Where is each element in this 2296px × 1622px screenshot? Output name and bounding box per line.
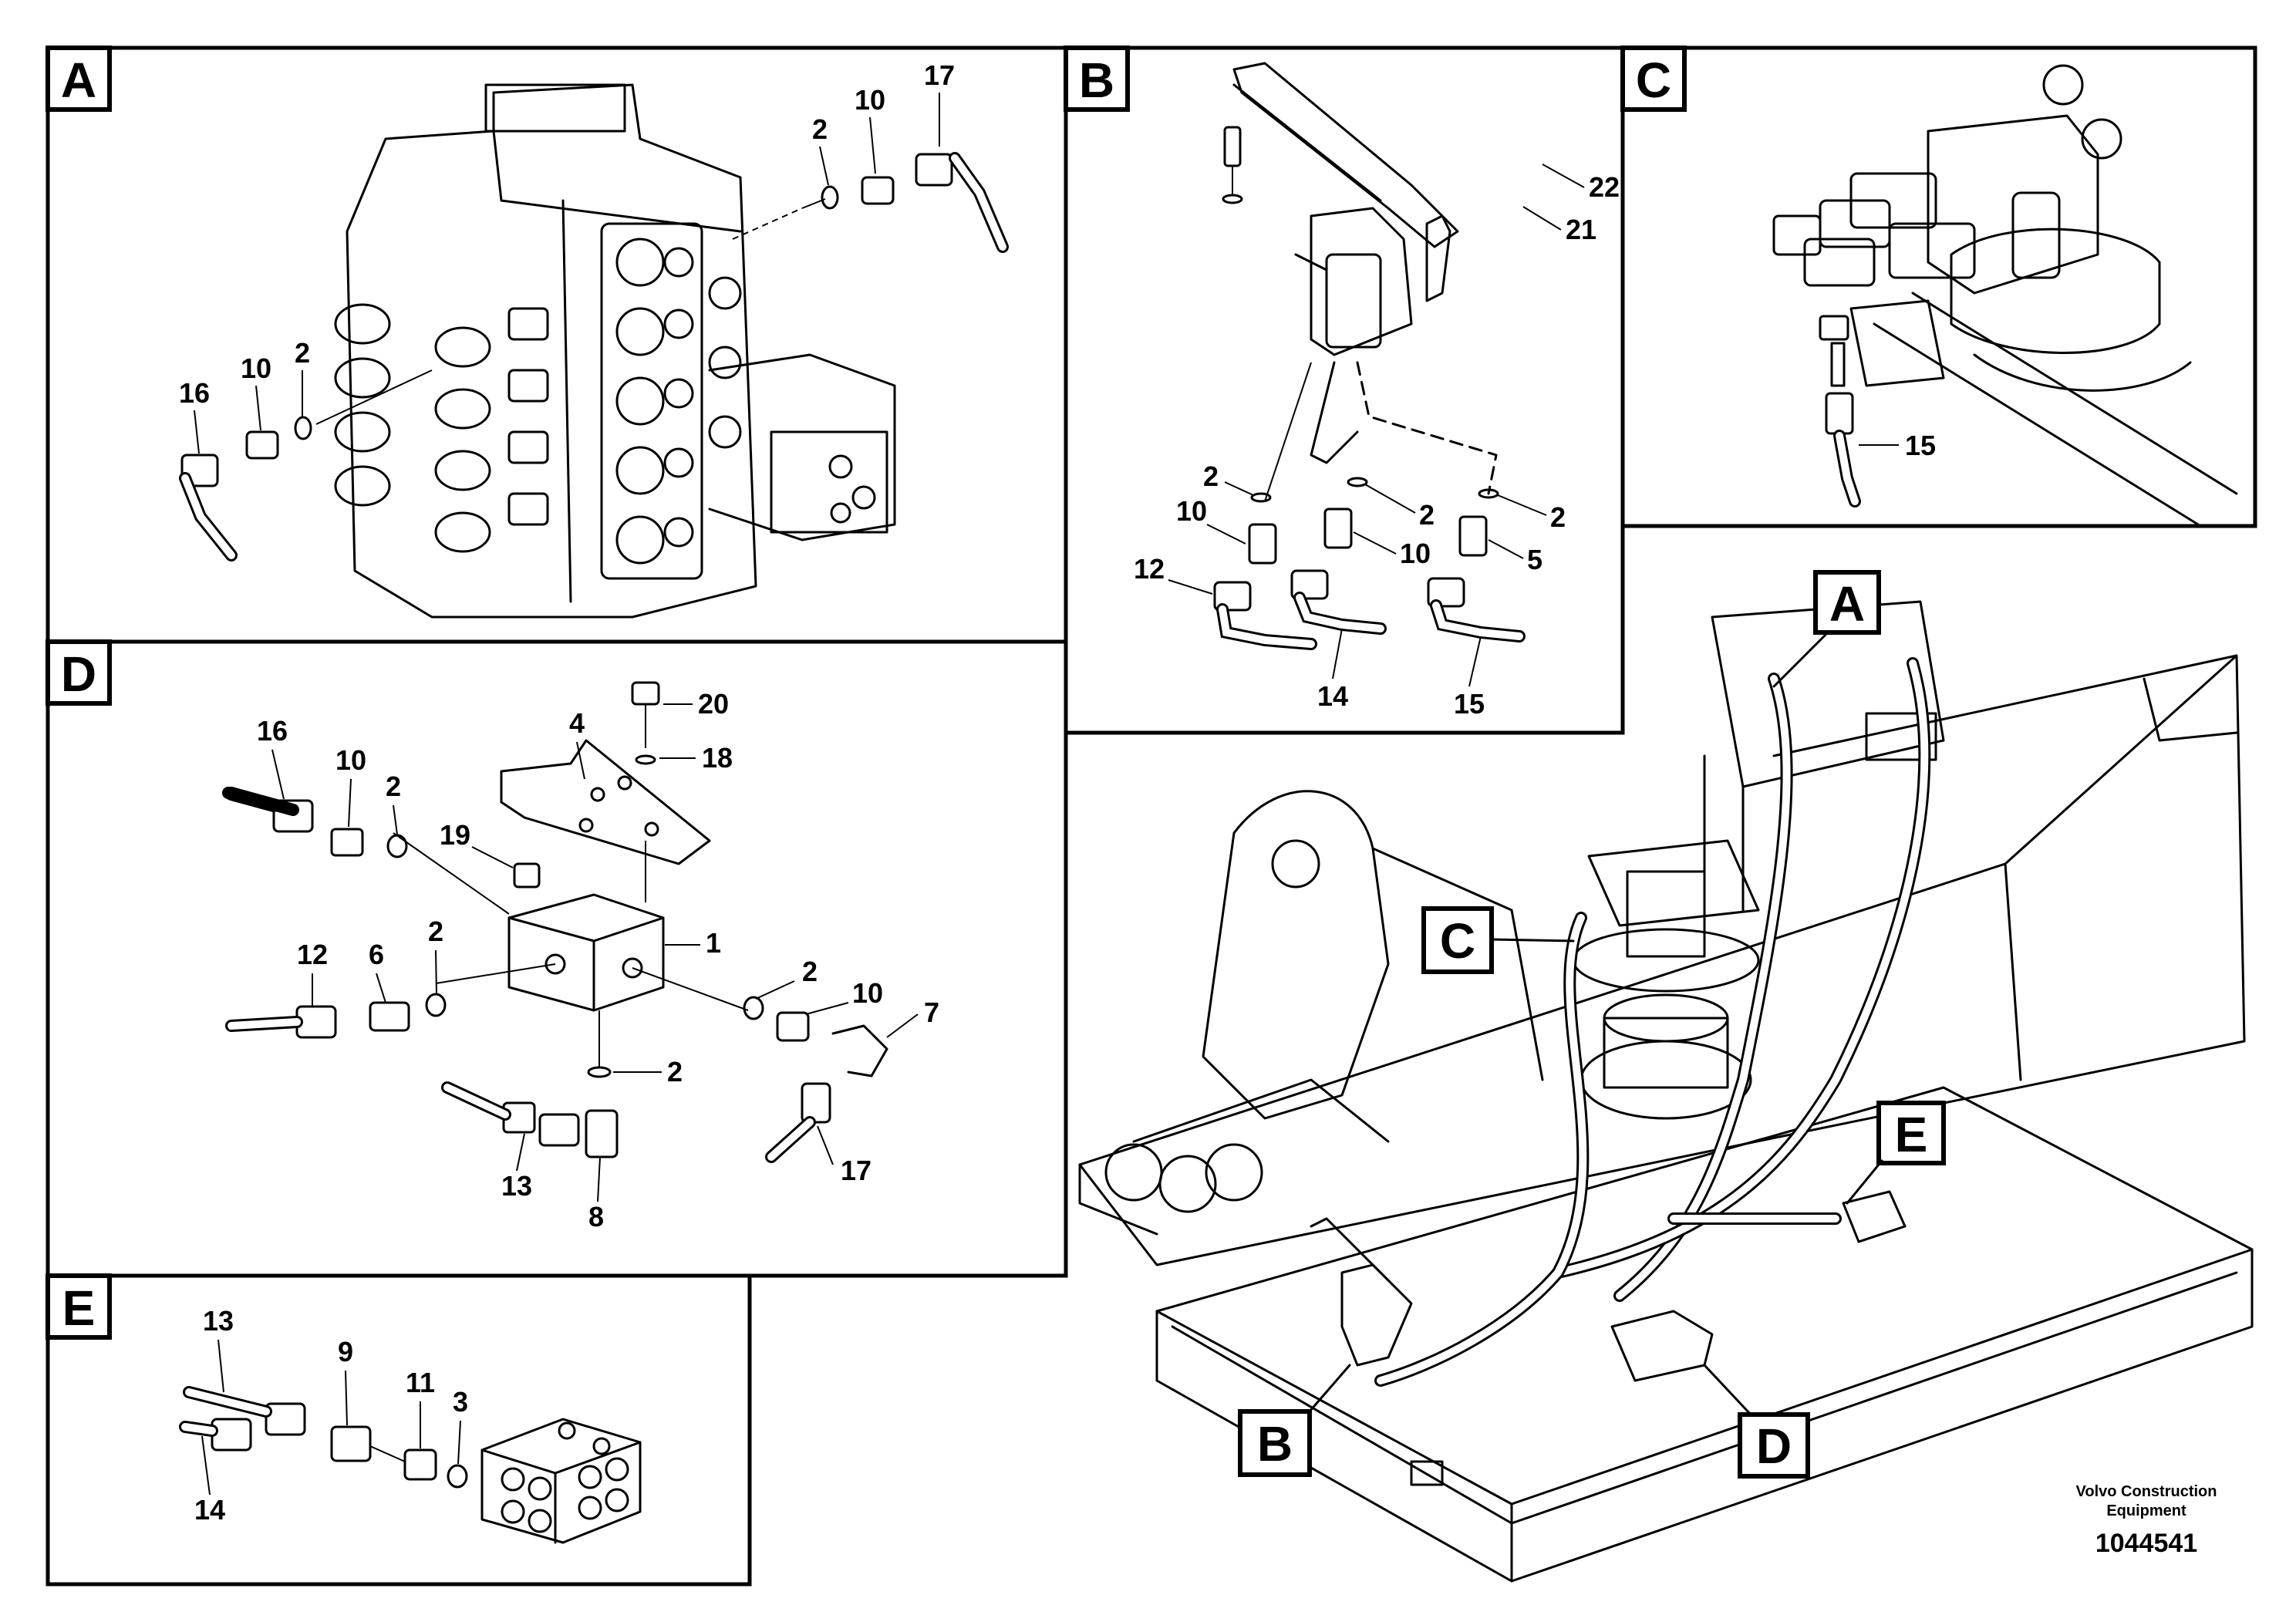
- panel-c-frame: [1620, 46, 2257, 528]
- callout-18: 18: [702, 742, 733, 774]
- overview-tags: A C E B D: [1238, 570, 1946, 1479]
- panel-a-tag-box: [46, 46, 112, 112]
- panel-b-fittings: [1213, 477, 1526, 650]
- callout-13-d: 13: [501, 1170, 532, 1202]
- overview-tag-c: C: [1440, 913, 1475, 969]
- overview-tag-a: A: [1829, 576, 1865, 632]
- credit-line-2: Equipment: [2106, 1502, 2186, 1519]
- panel-a-tag: A: [61, 52, 96, 108]
- callout-11: 11: [406, 1367, 435, 1398]
- callout-12: 12: [1134, 553, 1165, 585]
- callout-2-d4: 2: [667, 1056, 683, 1088]
- callout-2-b3: 2: [1550, 501, 1566, 533]
- callout-2-d3: 2: [802, 956, 818, 987]
- callout-9: 9: [338, 1336, 353, 1367]
- callout-19: 19: [440, 819, 470, 851]
- spool-caps: [334, 303, 549, 553]
- callout-16: 16: [179, 377, 210, 409]
- control-valve-illustration: [334, 83, 896, 619]
- panel-c-tag: C: [1636, 52, 1671, 108]
- panel-b-frame: [1064, 46, 1625, 735]
- callout-4: 4: [569, 707, 585, 739]
- panel-c-tag-box: [1620, 46, 1687, 112]
- swivel-motor-illustration: [1772, 64, 2238, 526]
- panel-e-frame: [46, 1273, 752, 1587]
- callout-1: 1: [706, 927, 721, 959]
- panel-d-tag-box: [46, 639, 112, 706]
- callout-10-b1: 10: [1176, 495, 1207, 527]
- panel-e-tag: E: [62, 1280, 96, 1336]
- callout-15: 15: [1454, 688, 1485, 720]
- panel-b-tag: B: [1079, 52, 1114, 108]
- overview-tag-d: D: [1756, 1418, 1792, 1474]
- overview-tag-b-box: [1238, 1409, 1312, 1477]
- callout-10: 10: [855, 84, 885, 116]
- callout-13-e: 13: [203, 1305, 234, 1337]
- callout-2: 2: [812, 113, 828, 145]
- callout-3: 3: [453, 1386, 468, 1418]
- panel-a-left-fittings: [179, 369, 433, 561]
- panel-a: A: [46, 46, 1068, 644]
- panel-c: C 15: [1620, 46, 2257, 528]
- overview-frame-illustration: [1078, 600, 2254, 1583]
- panel-d-tag: D: [61, 646, 96, 702]
- callout-5: 5: [1527, 544, 1542, 575]
- callout-22: 22: [1589, 171, 1620, 203]
- panel-a-right-fittings: [732, 152, 1009, 253]
- distribution-block-illustration: [500, 681, 711, 1078]
- pedal-valve-illustration: [1222, 62, 1498, 502]
- overview-tag-b: B: [1257, 1416, 1293, 1472]
- callout-6: 6: [369, 939, 384, 970]
- callout-16-d: 16: [257, 715, 288, 747]
- panel-d-frame: [46, 639, 1068, 1278]
- callout-20: 20: [698, 688, 729, 720]
- panel-d-fittings: [222, 787, 888, 1163]
- panel-b-tag-box: [1064, 46, 1130, 112]
- overview-tag-a-box: [1813, 570, 1881, 635]
- callout-10-d2: 10: [852, 977, 883, 1009]
- panel-e-tag-box: [46, 1273, 112, 1340]
- panel-d: D: [46, 639, 1068, 1278]
- callout-12-d: 12: [297, 939, 328, 970]
- callout-2-d2: 2: [428, 916, 443, 947]
- callout-17-d: 17: [841, 1155, 872, 1186]
- callout-15-c: 15: [1905, 430, 1936, 461]
- callout-14-e: 14: [194, 1494, 225, 1526]
- callout-21: 21: [1566, 214, 1596, 245]
- callout-2-left: 2: [295, 337, 310, 369]
- document-number: 1044541: [2095, 1529, 2197, 1558]
- panel-b: B: [1064, 46, 1625, 735]
- callout-10-b2: 10: [1400, 538, 1431, 569]
- credit-line-1: Volvo Construction: [2076, 1483, 2217, 1500]
- junction-block-illustration: [480, 1418, 642, 1544]
- overview-tag-d-box: [1738, 1412, 1810, 1479]
- callout-2-b1: 2: [1203, 460, 1219, 492]
- panel-e: E 13 9 11 3 14: [46, 1273, 752, 1587]
- overview-tag-e: E: [1895, 1107, 1928, 1162]
- callout-10-left: 10: [241, 352, 271, 384]
- callout-2-d1: 2: [386, 771, 401, 802]
- callout-14: 14: [1317, 680, 1348, 712]
- panel-e-fittings: [179, 1386, 468, 1489]
- callout-2-b2: 2: [1419, 499, 1435, 531]
- callout-17: 17: [924, 59, 955, 91]
- callout-7: 7: [924, 996, 939, 1028]
- overview-tag-e-box: [1876, 1101, 1946, 1165]
- panel-a-frame: [46, 46, 1068, 644]
- callout-8: 8: [588, 1201, 604, 1233]
- callout-10-d1: 10: [335, 744, 366, 776]
